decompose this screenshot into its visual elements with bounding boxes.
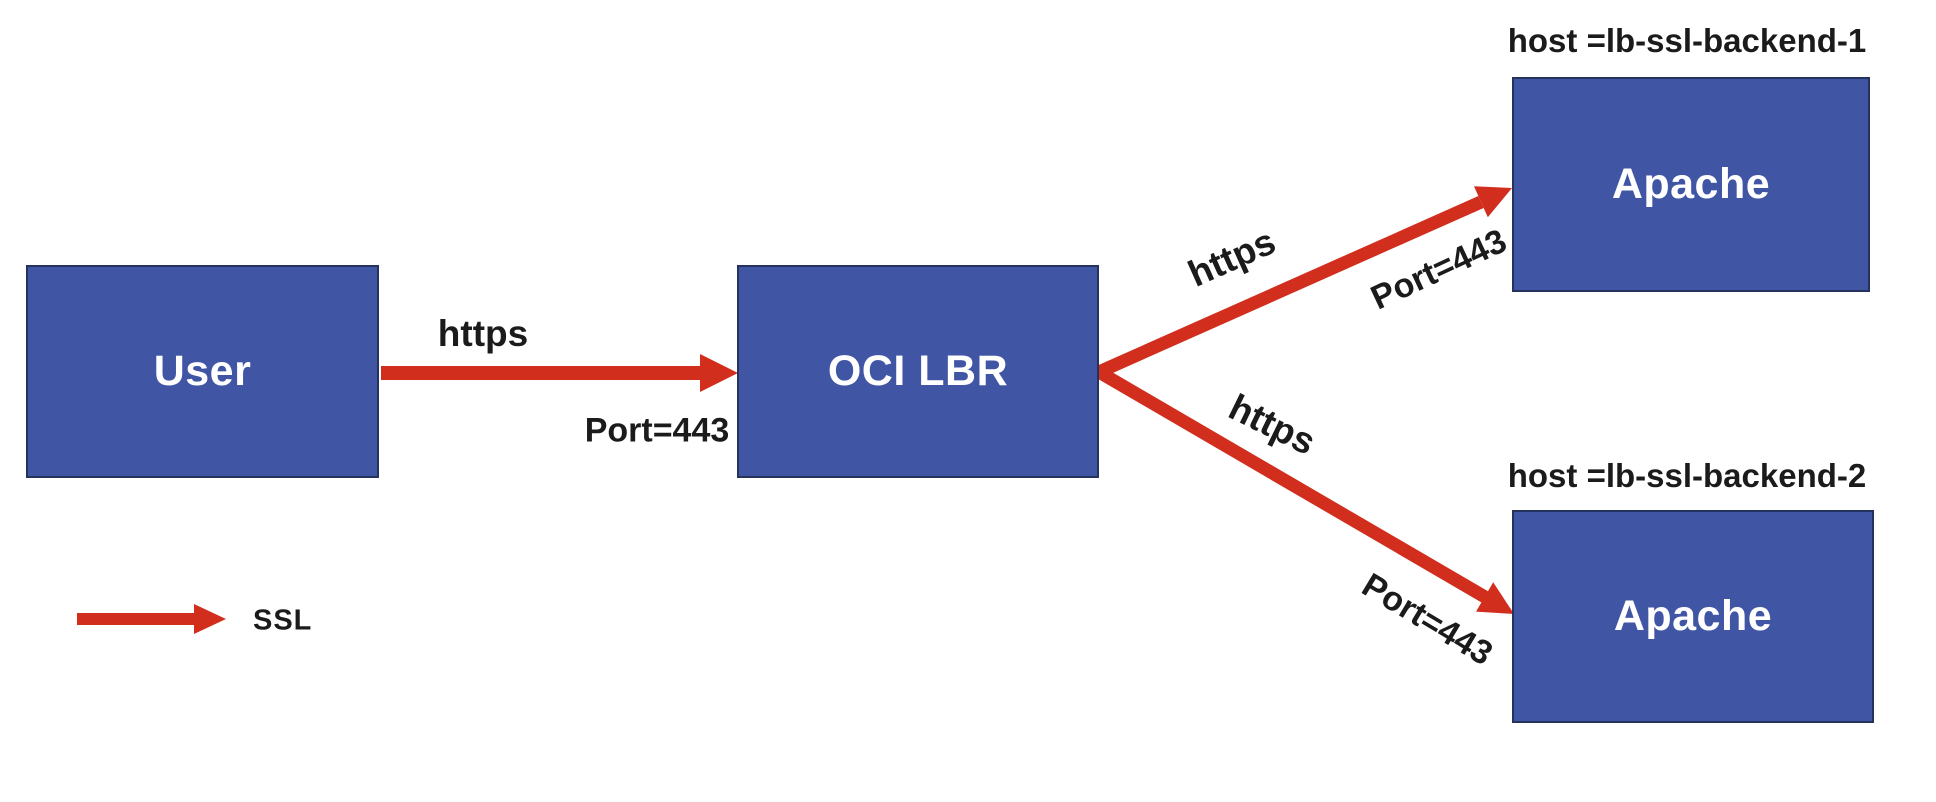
load-balancer-node: OCI LBR [737, 265, 1099, 478]
backend-1-node-label: Apache [1611, 160, 1771, 208]
arrow-lbr-to-backend-2 [1095, 366, 1514, 614]
backend-1-node: Apache [1512, 77, 1870, 292]
backend-2-node-label: Apache [1613, 592, 1773, 640]
edge-user-lbr-port-label: Port=443 [584, 411, 730, 450]
load-balancer-node-label: OCI LBR [827, 347, 1009, 395]
backend-1-host-label: host =lb-ssl-backend-1 [1507, 22, 1867, 59]
legend-ssl-label: SSL [253, 604, 313, 637]
arrow-user-to-lbr [381, 354, 738, 392]
backend-2-host-label: host =lb-ssl-backend-2 [1507, 457, 1867, 494]
edge-user-lbr-protocol-label: https [437, 313, 529, 354]
arrow-lbr-to-backend-1 [1096, 186, 1512, 378]
legend-ssl-arrow [77, 604, 226, 634]
backend-2-node: Apache [1512, 510, 1874, 723]
user-node-label: User [153, 347, 252, 395]
user-node: User [26, 265, 379, 478]
